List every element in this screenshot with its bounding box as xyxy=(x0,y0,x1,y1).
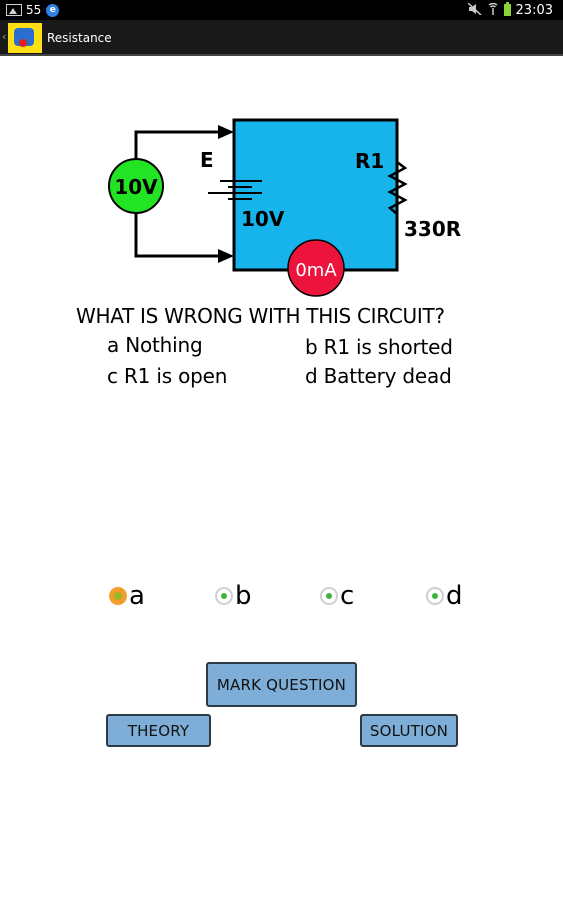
up-caret-icon[interactable]: ‹ xyxy=(2,30,7,43)
action-bar: ‹ Resistance xyxy=(0,20,563,56)
resistor-icon xyxy=(387,161,408,215)
answer-c: c R1 is open xyxy=(107,364,228,388)
top-arrow xyxy=(218,125,234,139)
radio-unselected-icon xyxy=(320,587,338,605)
battery-icon xyxy=(208,180,262,200)
gallery-icon xyxy=(6,4,22,16)
question-text: WHAT IS WRONG WITH THIS CIRCUIT? xyxy=(76,304,445,328)
bottom-arrow xyxy=(218,249,234,263)
answer-radio-group: a b c d xyxy=(0,580,563,612)
battery-voltage: 10V xyxy=(241,207,285,231)
circuit-diagram: 10V E 10V R1 330R 0mA xyxy=(108,118,461,297)
mute-icon xyxy=(467,1,482,18)
battery-label: E xyxy=(200,148,214,172)
ammeter xyxy=(287,239,345,297)
browser-icon: e xyxy=(46,3,60,17)
radio-unselected-icon xyxy=(426,587,444,605)
resistor-label: R1 xyxy=(355,149,384,173)
radio-label-b: b xyxy=(235,581,252,611)
voltmeter xyxy=(108,158,164,214)
notification-count: 55 xyxy=(26,3,42,17)
radio-unselected-icon xyxy=(215,587,233,605)
resistor-value: 330R xyxy=(404,217,461,241)
solution-button[interactable]: SOLUTION xyxy=(360,714,458,747)
mark-question-button[interactable]: MARK QUESTION xyxy=(206,662,357,707)
status-bar: 55 e 23:03 xyxy=(0,0,563,20)
logo-dot xyxy=(19,39,27,47)
clock: 23:03 xyxy=(515,2,553,18)
radio-label-a: a xyxy=(129,581,145,611)
radio-option-a[interactable]: a xyxy=(109,580,145,612)
radio-selected-icon xyxy=(109,587,127,605)
app-logo-icon[interactable] xyxy=(8,23,42,53)
radio-label-c: c xyxy=(340,581,355,611)
battery-icon xyxy=(503,2,511,16)
status-left: 55 e xyxy=(6,2,60,18)
radio-option-d[interactable]: d xyxy=(426,580,463,612)
answer-b: b R1 is shorted xyxy=(305,335,453,359)
ammeter-label: 0mA xyxy=(295,260,337,281)
app-title: Resistance xyxy=(47,31,112,45)
answer-d: d Battery dead xyxy=(305,364,452,388)
top-wire xyxy=(134,130,222,160)
voltmeter-label: 10V xyxy=(114,175,158,199)
status-right: 23:03 xyxy=(467,1,553,18)
radio-option-b[interactable]: b xyxy=(215,580,252,612)
bottom-wire xyxy=(134,212,222,258)
theory-button[interactable]: THEORY xyxy=(106,714,211,747)
signal-icon xyxy=(487,2,499,18)
radio-option-c[interactable]: c xyxy=(320,580,354,612)
answer-a: a Nothing xyxy=(107,333,203,357)
radio-label-d: d xyxy=(446,581,463,611)
